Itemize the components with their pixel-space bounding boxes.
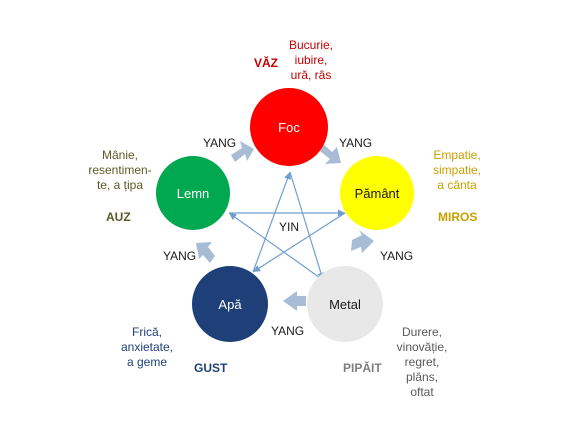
- yang-arrow-fire-earth: [320, 144, 341, 164]
- metal-name: Metal: [329, 297, 361, 312]
- metal-circle: [307, 266, 383, 342]
- emotion-line: oftat: [410, 385, 434, 399]
- emotion-line: simpatie,: [432, 163, 482, 177]
- yin-star: [228, 171, 346, 281]
- wood-circle: [156, 156, 230, 230]
- emotion-line: plâns,: [405, 370, 439, 384]
- emotion-line: te, a țipa: [96, 178, 144, 192]
- emotions-fire: Bucurie, iubire, ură, râs: [289, 38, 333, 83]
- earth-circle: [340, 156, 414, 230]
- star-line-earth-water: [252, 212, 346, 273]
- emotion-line: iubire,: [294, 53, 328, 67]
- star-line-water-fire: [252, 171, 291, 273]
- emotions-wood: Mânie, resentimen- te, a țipa: [88, 148, 151, 193]
- yang-label-metal-water: YANG: [271, 324, 304, 338]
- fire-circle: [250, 88, 328, 166]
- emotion-line: Bucurie,: [288, 38, 334, 52]
- fire-name: Foc: [278, 120, 300, 135]
- emotions-water: Frică, anxietate, a geme: [121, 325, 173, 370]
- emotion-line: Mânie,: [101, 148, 139, 162]
- sense-earth: MIROS: [438, 210, 478, 224]
- emotions-earth: Empatie, simpatie, a cânta: [433, 148, 481, 193]
- yang-arrow-metal-water: [283, 291, 306, 311]
- sense-fire: VĂZ: [254, 56, 278, 70]
- emotion-line: a geme: [126, 355, 168, 369]
- earth-name: Pământ: [355, 186, 400, 201]
- yang-arrows: [196, 141, 374, 311]
- emotion-line: anxietate,: [120, 340, 174, 354]
- water-circle: [192, 266, 268, 342]
- sense-metal: PIPĂIT: [343, 361, 382, 375]
- emotion-line: vinovăție,: [396, 340, 448, 354]
- star-line-metal-wood: [228, 212, 324, 281]
- yin-label: YIN: [279, 220, 299, 234]
- yang-arrow-earth-metal: [351, 230, 374, 253]
- emotion-line: regret,: [404, 355, 440, 369]
- emotion-line: Empatie,: [433, 148, 481, 162]
- emotion-line: a cânta: [437, 178, 477, 192]
- yang-arrow-wood-fire: [231, 141, 254, 162]
- emotion-line: Frică,: [131, 325, 162, 339]
- sense-water: GUST: [194, 361, 228, 375]
- emotion-line: ură, râs: [290, 68, 332, 82]
- emotion-line: Durere,: [401, 325, 443, 339]
- yang-label-fire-earth: YANG: [339, 136, 372, 150]
- sense-wood: AUZ: [106, 210, 131, 224]
- emotion-line: resentimen-: [88, 163, 152, 177]
- emotions-metal: Durere, vinovăție, regret, plâns, oftat: [397, 325, 448, 400]
- yang-label-wood-fire: YANG: [203, 136, 236, 150]
- yang-label-water-wood: YANG: [163, 249, 196, 263]
- star-line-fire-metal: [289, 171, 325, 281]
- yang-label-earth-metal: YANG: [380, 249, 413, 263]
- yang-arrow-water-wood: [196, 242, 215, 263]
- wood-name: Lemn: [177, 186, 210, 201]
- water-name: Apă: [218, 297, 242, 312]
